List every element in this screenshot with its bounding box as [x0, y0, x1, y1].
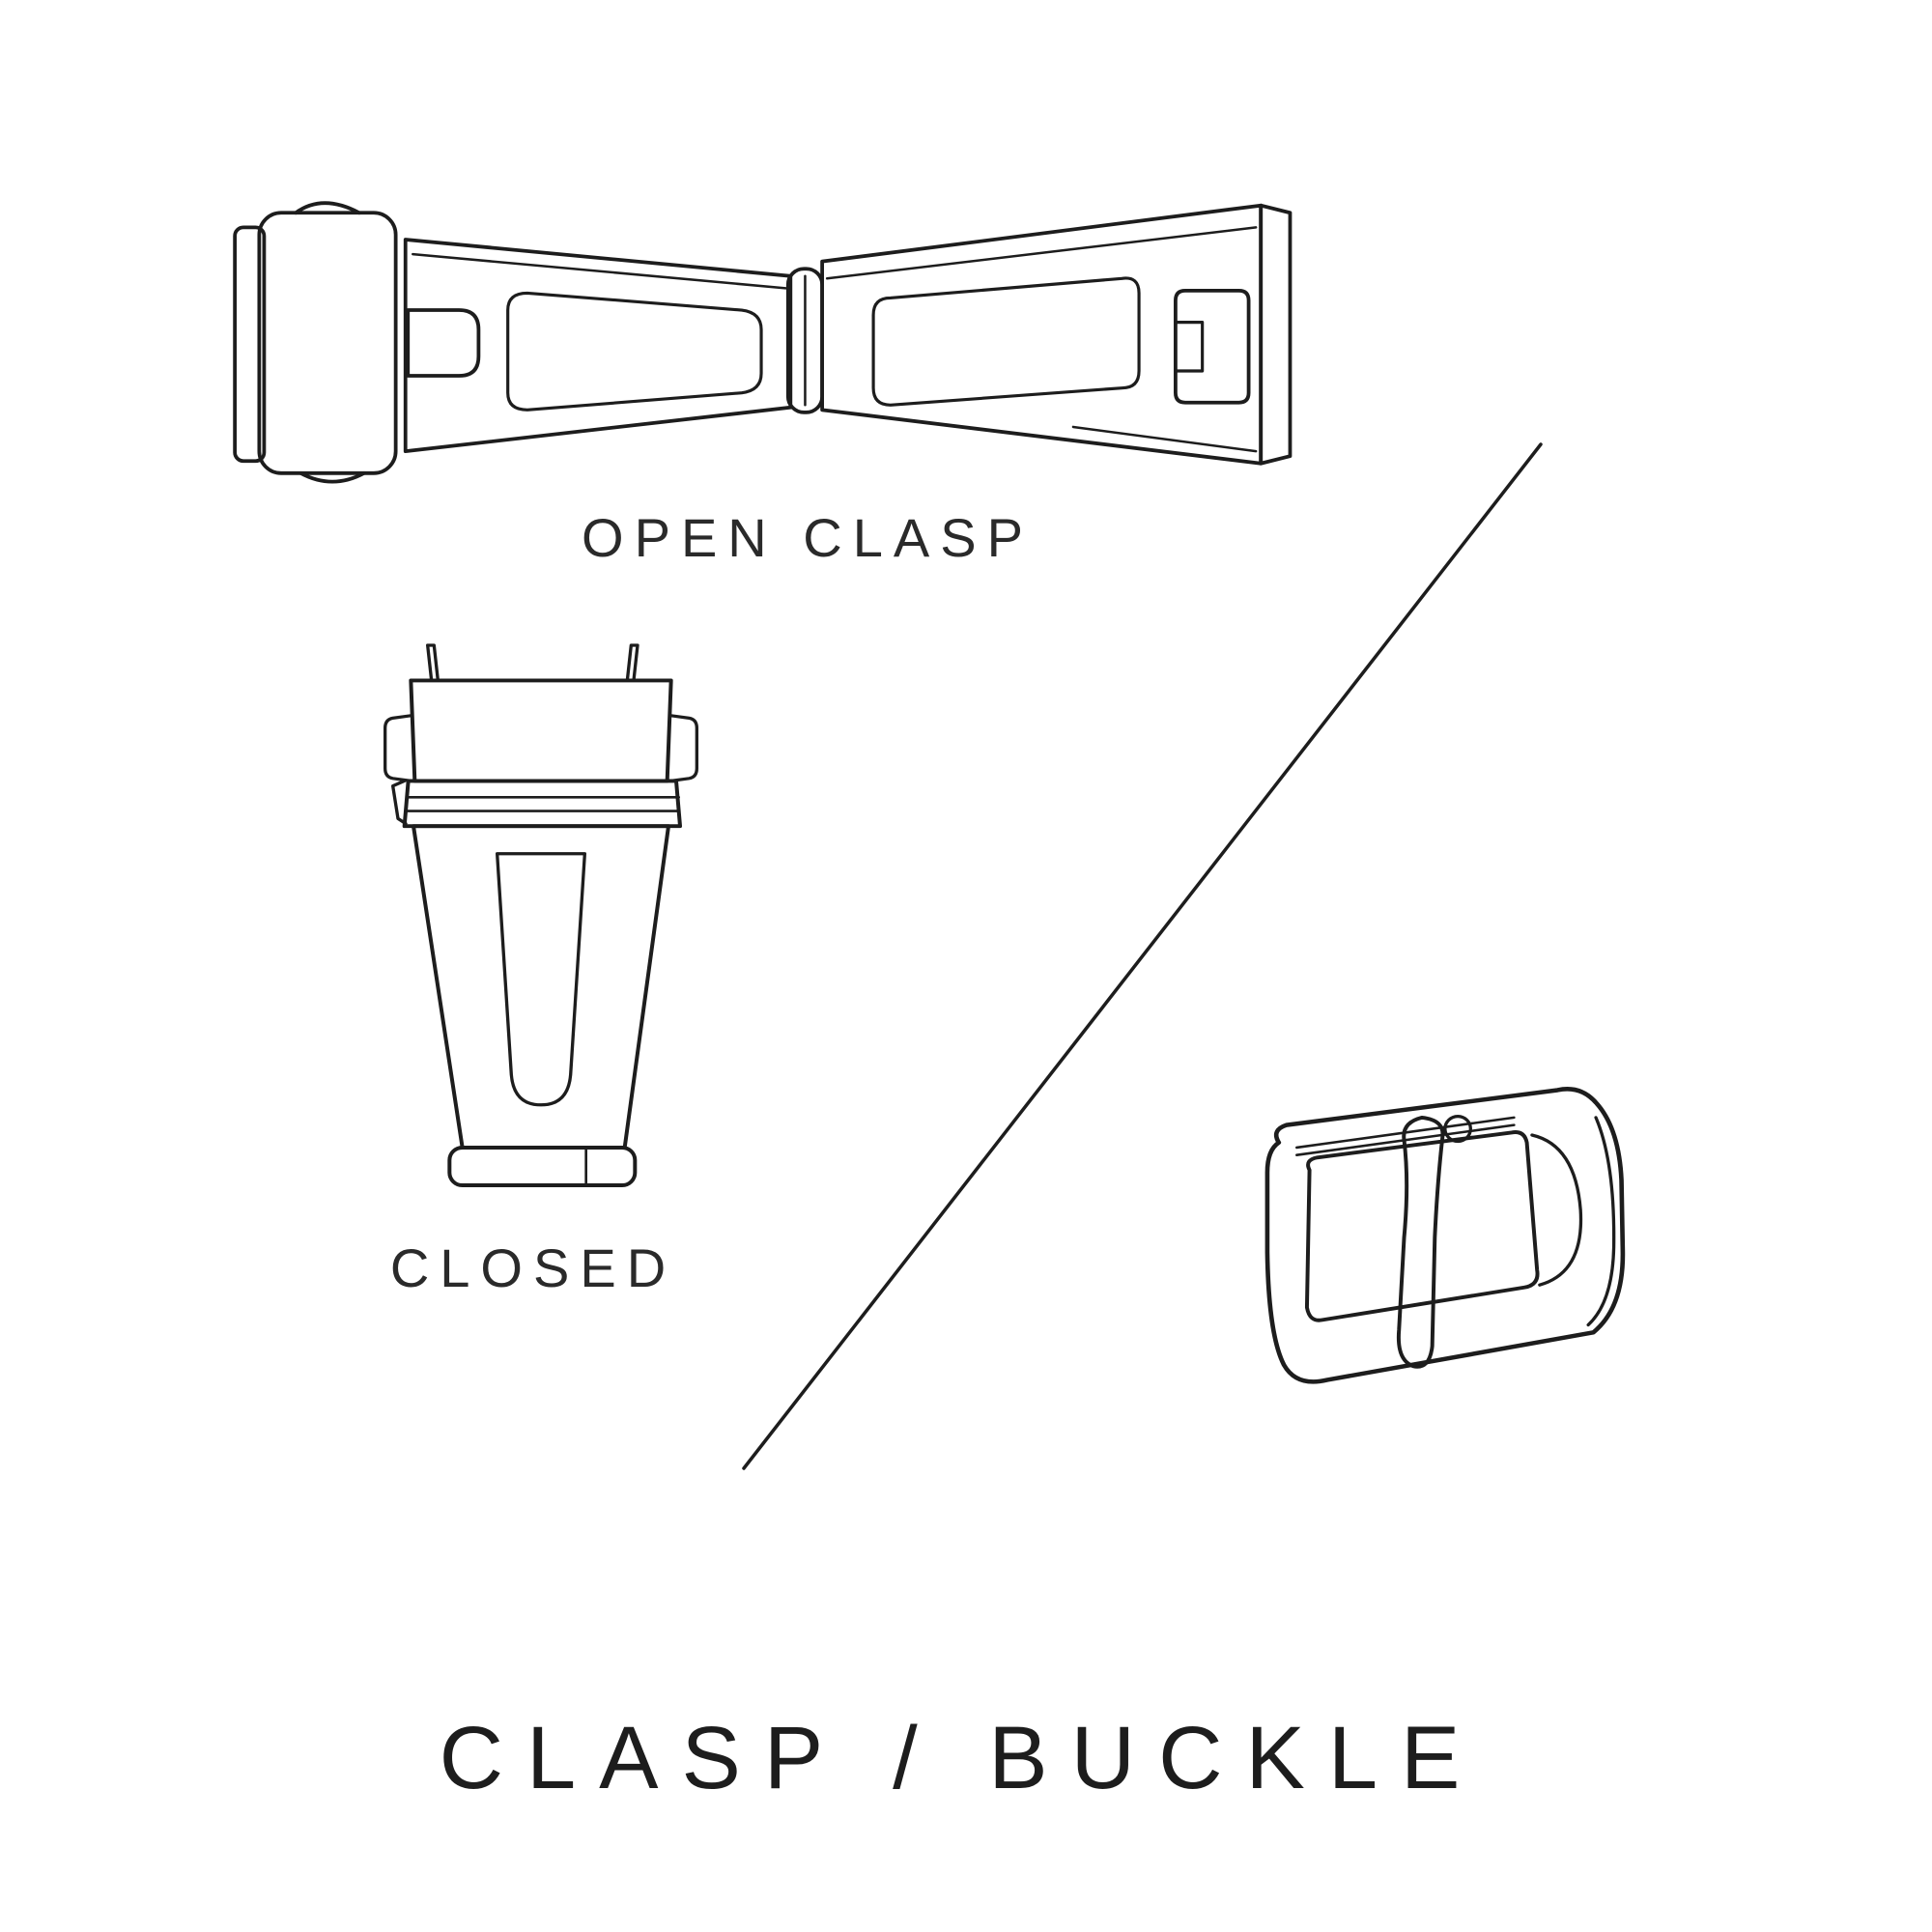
- tang-buckle-prong: [1396, 1114, 1473, 1369]
- open-clasp-label: OPEN CLASP: [582, 507, 1034, 568]
- page-title: CLASP / BUCKLE: [439, 1709, 1484, 1807]
- closed-clasp-label: CLOSED: [389, 1237, 677, 1298]
- open-clasp-left-plate: [403, 238, 793, 454]
- open-clasp-right-plate: [820, 203, 1293, 466]
- closed-clasp-illustration: [367, 633, 715, 1198]
- open-clasp-left-fold: [233, 201, 398, 484]
- open-clasp-hinge: [785, 267, 825, 414]
- tang-buckle-illustration: [1212, 1063, 1647, 1425]
- open-clasp-illustration: [220, 179, 1293, 497]
- closed-clasp-body: [384, 643, 698, 1187]
- tang-buckle-frame: [1264, 1087, 1626, 1384]
